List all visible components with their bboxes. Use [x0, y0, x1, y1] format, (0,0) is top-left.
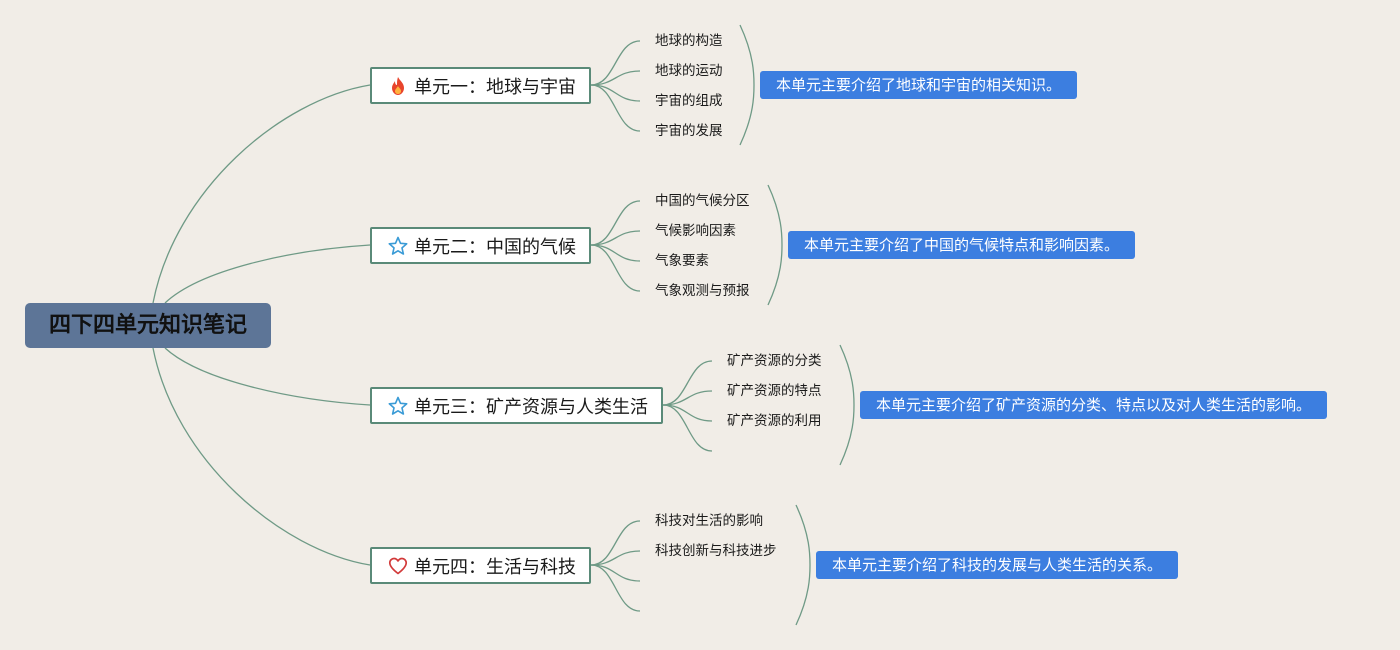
leaf-topic[interactable]: 气象观测与预报	[655, 283, 750, 299]
leaf-topic[interactable]: 中国的气候分区	[655, 193, 750, 209]
connector-unit-2-leaf-4	[590, 244, 641, 292]
summary-callout[interactable]: 本单元主要介绍了地球和宇宙的相关知识。	[760, 71, 1078, 99]
connector-unit-4-leaf-4	[590, 564, 641, 612]
connector-unit-3-leaf-2	[662, 390, 713, 406]
star-icon	[388, 236, 408, 256]
connector-root-unit-1	[152, 84, 371, 304]
connector-unit-1-leaf-2	[590, 70, 641, 86]
branch-label: 单元三：矿产资源与人类生活	[414, 396, 648, 418]
connector-unit-1-leaf-1	[590, 40, 641, 86]
summary-callout[interactable]: 本单元主要介绍了科技的发展与人类生活的关系。	[816, 551, 1179, 579]
leaf-topic[interactable]: 矿产资源的特点	[727, 383, 822, 399]
star-icon	[388, 396, 408, 416]
summary-bracket-unit-2	[767, 184, 783, 306]
connector-unit-1-leaf-4	[590, 84, 641, 132]
summary-callout[interactable]: 本单元主要介绍了矿产资源的分类、特点以及对人类生活的影响。	[860, 391, 1328, 419]
leaf-topic[interactable]: 矿产资源的分类	[727, 353, 822, 369]
summary-callout[interactable]: 本单元主要介绍了中国的气候特点和影响因素。	[788, 231, 1136, 259]
summary-bracket-unit-1	[739, 24, 755, 146]
connector-unit-1-leaf-3	[590, 84, 641, 102]
branch-label: 单元二：中国的气候	[414, 236, 576, 258]
branch-topic-unit-4[interactable]: 单元四：生活与科技	[370, 547, 591, 584]
leaf-topic[interactable]: 宇宙的发展	[655, 123, 723, 139]
branch-label: 单元一：地球与宇宙	[414, 76, 576, 98]
summary-bracket-unit-4	[795, 504, 811, 626]
connector-root-unit-2	[164, 244, 371, 304]
connector-unit-2-leaf-3	[590, 244, 641, 262]
leaf-topic[interactable]: 科技对生活的影响	[655, 513, 763, 529]
leaf-topic[interactable]: 科技创新与科技进步	[655, 543, 777, 559]
leaf-topic[interactable]: 宇宙的组成	[655, 93, 723, 109]
connector-unit-3-leaf-4	[662, 404, 713, 452]
leaf-topic[interactable]: 地球的构造	[655, 33, 723, 49]
branch-topic-unit-1[interactable]: 单元一：地球与宇宙	[370, 67, 591, 104]
leaf-topic[interactable]: 矿产资源的利用	[727, 413, 822, 429]
connector-unit-4-leaf-3	[590, 564, 641, 582]
branch-label: 单元四：生活与科技	[414, 556, 576, 578]
connector-root-unit-4	[152, 347, 371, 566]
leaf-topic[interactable]: 气候影响因素	[655, 223, 736, 239]
heart-icon	[388, 556, 408, 576]
connector-unit-4-leaf-1	[590, 520, 641, 566]
summary-bracket-unit-3	[839, 344, 855, 466]
leaf-topic[interactable]: 地球的运动	[655, 63, 723, 79]
connector-root-unit-3	[164, 347, 371, 406]
connector-unit-3-leaf-1	[662, 360, 713, 406]
fire-icon	[388, 76, 408, 96]
connector-unit-3-leaf-3	[662, 404, 713, 422]
root-topic[interactable]: 四下四单元知识笔记	[25, 303, 271, 348]
branch-topic-unit-2[interactable]: 单元二：中国的气候	[370, 227, 591, 264]
branch-topic-unit-3[interactable]: 单元三：矿产资源与人类生活	[370, 387, 663, 424]
connector-unit-2-leaf-1	[590, 200, 641, 246]
leaf-topic[interactable]: 气象要素	[655, 253, 709, 269]
connector-unit-4-leaf-2	[590, 550, 641, 566]
connector-unit-2-leaf-2	[590, 230, 641, 246]
